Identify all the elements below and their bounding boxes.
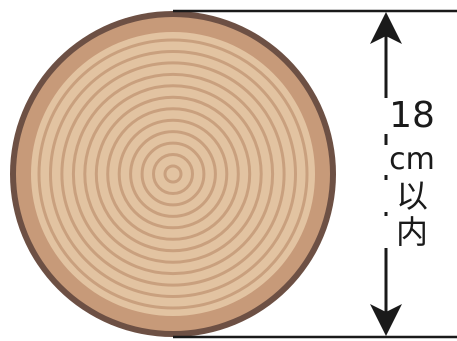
dimension-value: 18 <box>384 98 440 134</box>
dimension-unit: cm <box>384 145 440 175</box>
dimension-text-line1: 以 <box>384 180 440 212</box>
log-cross-section <box>10 11 336 337</box>
dimension-text-line2: 内 <box>384 216 440 248</box>
